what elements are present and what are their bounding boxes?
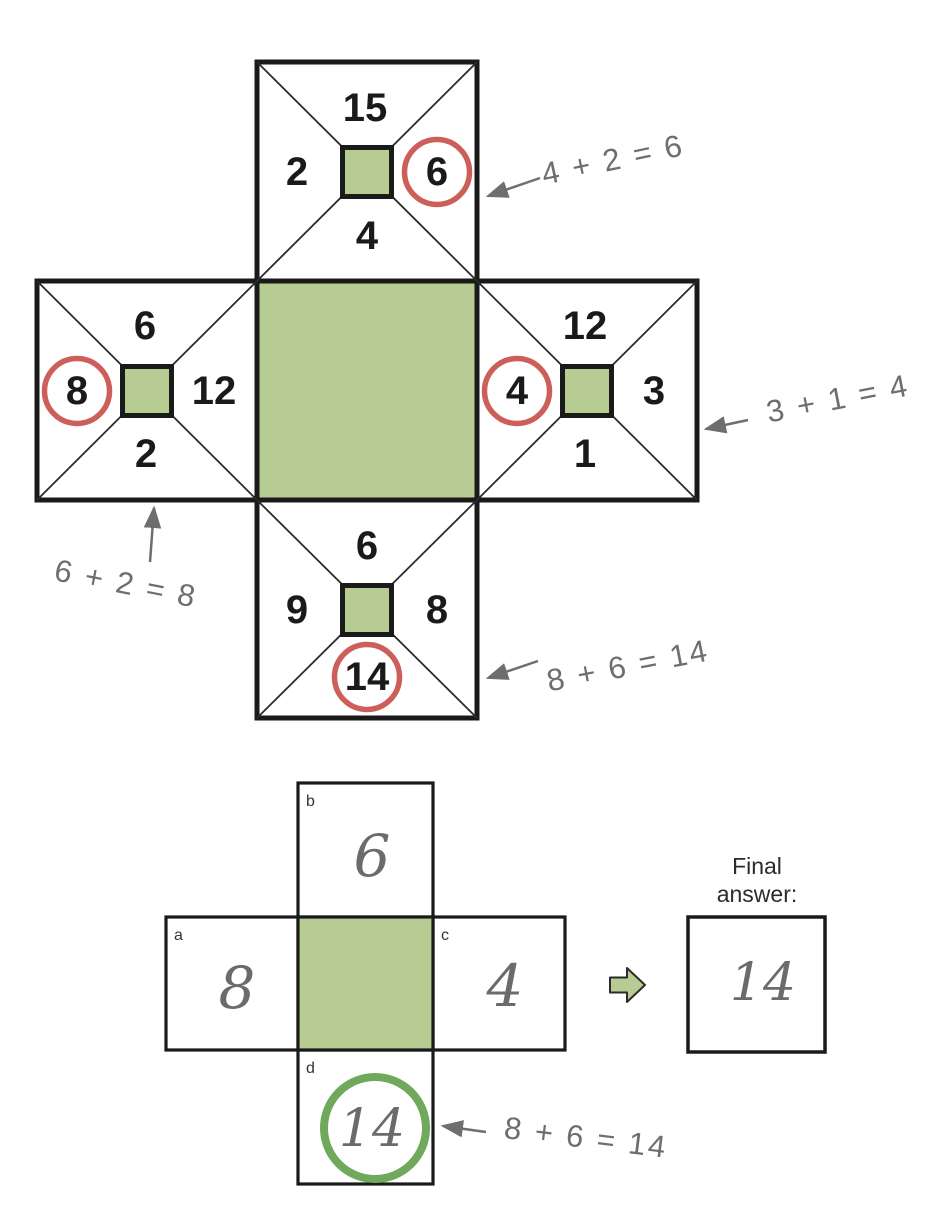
- top-face-left-number: 2: [286, 150, 308, 194]
- arrow-icon: [485, 176, 541, 198]
- mini-green-square: [560, 364, 614, 418]
- left-face-bottom-number: 2: [135, 432, 157, 476]
- block-arrow-icon: [609, 967, 646, 1003]
- bottom-face-right-number: 8: [426, 588, 448, 632]
- left-face-right-number: 12: [192, 369, 237, 413]
- mini-green-square: [120, 364, 174, 418]
- final-answer-label-line2: answer:: [717, 881, 798, 907]
- right-face-left-number: 4: [506, 369, 529, 413]
- red-circle-top-face: [401, 136, 473, 208]
- red-circle-bottom-face: [331, 641, 403, 713]
- mini-green-square: [340, 145, 394, 199]
- final-answer-box: [686, 915, 827, 1054]
- left-face-left-number: 8: [66, 369, 88, 413]
- bottom-face-left-number: 9: [286, 588, 308, 632]
- annotation-final: 8 + 6 = 14: [502, 1110, 670, 1165]
- bottom-face-bottom-number: 14: [345, 655, 390, 699]
- cell-c-label: c: [441, 927, 449, 944]
- red-circle-left-face: [41, 355, 113, 427]
- center-green-cell: [296, 915, 435, 1052]
- red-circle-right-face: [481, 355, 553, 427]
- top-face-top-number: 15: [343, 86, 388, 130]
- cell-a: [164, 915, 300, 1052]
- bottom-cross-net: a b c d 6 8 4 14 8 + 6 = 14 Final answer…: [164, 781, 827, 1186]
- cell-b-value: 6: [354, 822, 391, 890]
- right-face-top-number: 12: [563, 304, 608, 348]
- center-green-face: [254, 278, 480, 503]
- top-face-bottom-number: 4: [356, 214, 379, 258]
- annotation-top-right: 4 + 2 = 6: [538, 127, 687, 191]
- right-face-bottom-number: 1: [574, 432, 596, 476]
- cell-a-value: 8: [219, 954, 256, 1022]
- final-answer-label-line1: Final: [732, 853, 782, 879]
- annotation-bottom-left: 6 + 2 = 8: [52, 553, 201, 615]
- arrow-icon: [440, 1120, 487, 1138]
- bottom-face-top-number: 6: [356, 524, 378, 568]
- cell-d-label: d: [306, 1060, 315, 1077]
- top-face-right-number: 6: [426, 150, 448, 194]
- left-face-top-number: 6: [134, 304, 156, 348]
- green-circle-cell-d: [320, 1073, 430, 1183]
- mini-green-square: [340, 583, 394, 637]
- top-cross-net: 15 2 6 4 6 8 12 2 12 4 3 1 6 9 8 14: [34, 59, 700, 721]
- arrow-icon: [703, 416, 749, 434]
- annotation-bottom-right: 8 + 6 = 14: [544, 633, 712, 699]
- cell-d-value: 14: [339, 1099, 405, 1159]
- arrow-icon: [143, 505, 162, 563]
- cell-b-label: b: [306, 793, 315, 810]
- right-face-right-number: 3: [643, 369, 665, 413]
- final-answer-value: 14: [730, 953, 796, 1013]
- annotation-right: 3 + 1 = 4: [763, 368, 912, 430]
- cell-c-value: 4: [486, 952, 524, 1020]
- cell-a-label: a: [174, 927, 183, 944]
- arrow-icon: [485, 659, 539, 680]
